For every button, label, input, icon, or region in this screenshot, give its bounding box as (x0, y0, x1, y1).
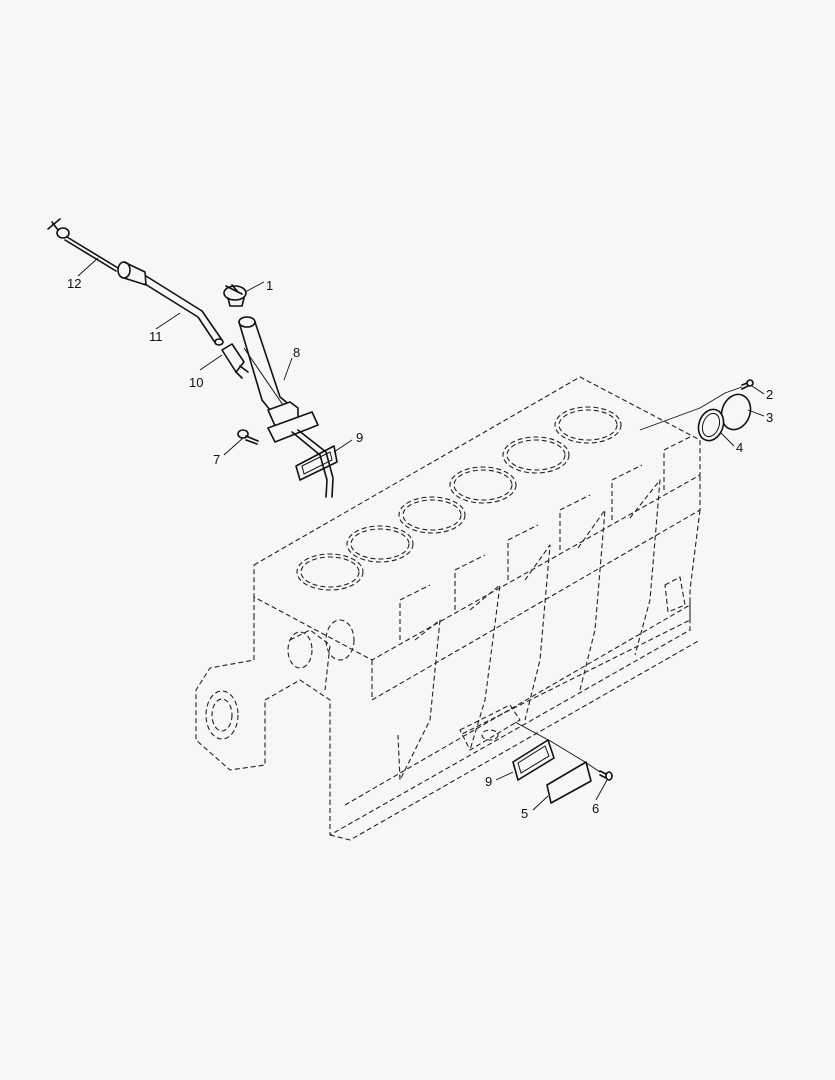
oil-filler-cap (223, 284, 247, 307)
callout-4: 4 (736, 440, 743, 455)
callout-6: 6 (592, 801, 599, 816)
leader-lines (77, 257, 765, 811)
dipstick-adapter (221, 343, 249, 379)
side-cover-assembly (512, 721, 613, 804)
callout-1: 1 (266, 278, 273, 293)
callout-3: 3 (766, 410, 773, 425)
callout-2: 2 (766, 387, 773, 402)
callout-8: 8 (293, 345, 300, 360)
flange-screw (237, 429, 259, 445)
callout-5: 5 (521, 806, 528, 821)
callout-9b: 9 (485, 774, 492, 789)
oil-filler-tube (238, 316, 319, 443)
callout-12: 12 (67, 276, 81, 291)
round-cover-assembly (639, 379, 754, 442)
callout-9a: 9 (356, 430, 363, 445)
engine-block (195, 376, 701, 841)
callout-labels: 1 2 3 4 5 6 7 8 9 9 10 11 12 (67, 276, 773, 821)
flange-gasket (291, 429, 338, 498)
dipstick-guide-tube (117, 261, 224, 346)
callout-10: 10 (189, 375, 203, 390)
callout-11: 11 (149, 329, 163, 344)
dipstick (47, 218, 119, 272)
callout-7: 7 (213, 452, 220, 467)
